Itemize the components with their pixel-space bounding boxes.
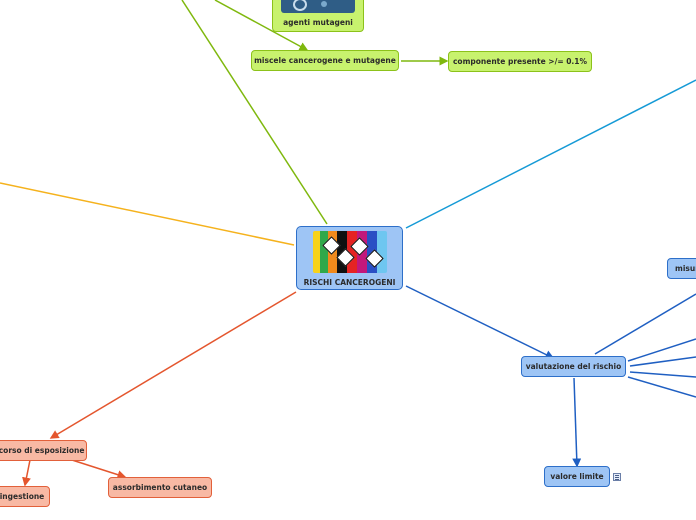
node-componente[interactable]: componente presente >/= 0.1% xyxy=(448,51,592,72)
node-agenti-mutageni[interactable]: agenti mutageni xyxy=(272,0,364,32)
link-valutazione-out-3 xyxy=(629,371,696,378)
node-assorbimento[interactable]: assorbimento cutaneo xyxy=(108,477,212,498)
node-miscele-label: miscele cancerogene e mutagene xyxy=(254,56,396,65)
link-valutazione-out-1 xyxy=(627,338,696,362)
node-misura[interactable]: misur xyxy=(667,258,696,279)
node-miscele[interactable]: miscele cancerogene e mutagene xyxy=(251,50,399,71)
link-valutazione-to-valore xyxy=(572,377,582,468)
link-central-to-top xyxy=(181,0,328,225)
node-central[interactable]: RISCHI CANCEROGENI xyxy=(296,226,403,290)
node-assorbimento-label: assorbimento cutaneo xyxy=(112,483,208,492)
node-misura-label: misur xyxy=(675,264,696,273)
node-percorso-label: percorso di esposizione xyxy=(0,446,85,455)
link-central-to-top-right xyxy=(405,79,696,229)
note-icon[interactable] xyxy=(613,473,621,481)
node-valore-limite-label: valore limite xyxy=(550,472,604,481)
node-central-label: RISCHI CANCEROGENI xyxy=(303,278,396,287)
link-central-to-valutazione xyxy=(405,285,555,359)
node-ingestione[interactable]: ingestione xyxy=(0,486,50,507)
link-valutazione-out-4 xyxy=(627,376,696,398)
node-percorso[interactable]: percorso di esposizione xyxy=(0,440,87,461)
link-percorso-to-ingestione xyxy=(22,459,31,487)
node-ingestione-label: ingestione xyxy=(0,492,45,501)
node-valutazione-label: valutazione del rischio xyxy=(525,362,622,371)
node-valutazione[interactable]: valutazione del rischio xyxy=(521,356,626,377)
link-valutazione-to-misura xyxy=(594,293,696,355)
node-valore-limite[interactable]: valore limite xyxy=(544,466,610,487)
link-to-miscele xyxy=(214,0,309,51)
hazard-pictograms-image xyxy=(312,231,387,273)
link-percorso-to-assorbimento xyxy=(71,459,127,479)
link-central-to-percorso xyxy=(49,291,297,439)
node-agenti-mutageni-label: agenti mutageni xyxy=(283,18,353,27)
microscope-image xyxy=(281,0,355,13)
link-central-to-left xyxy=(0,182,295,246)
link-valutazione-out-2 xyxy=(629,356,696,367)
node-componente-label: componente presente >/= 0.1% xyxy=(452,57,588,66)
